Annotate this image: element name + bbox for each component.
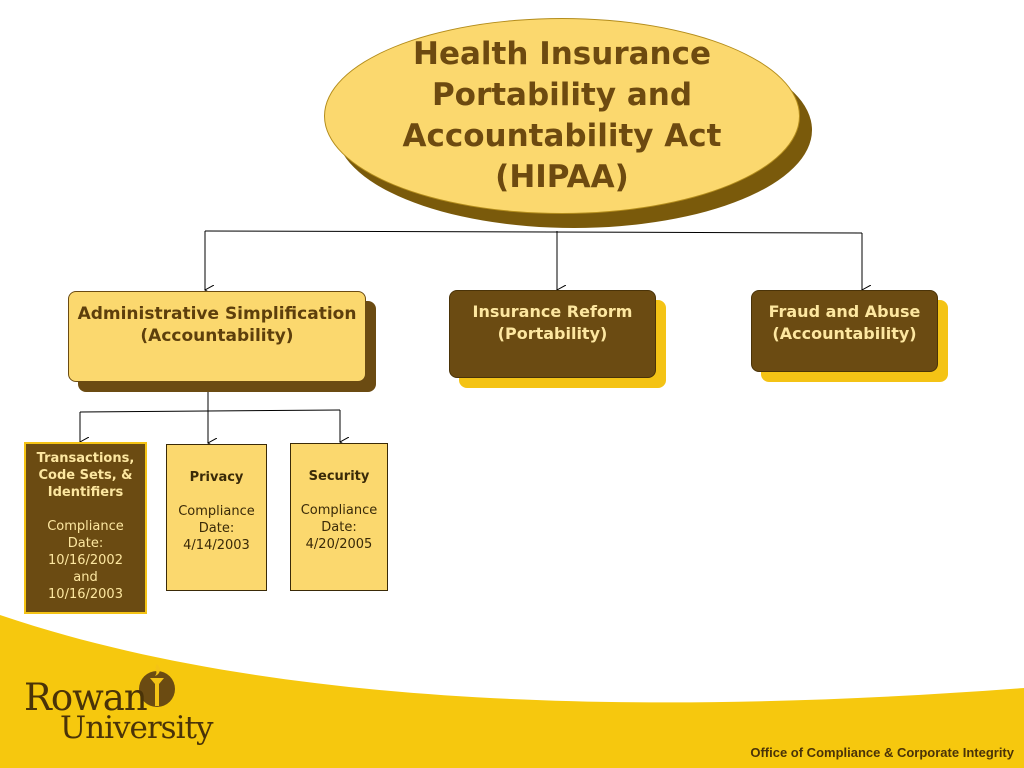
admin-simplification-box: Administrative Simplification (Accountab… xyxy=(68,291,366,382)
logo-rowan-text: Rowan xyxy=(24,676,148,719)
rowan-university-logo: Rowan University xyxy=(24,662,214,748)
hipaa-title: Health Insurance Portability and Account… xyxy=(402,36,722,195)
torch-icon xyxy=(139,664,175,707)
transactions-box: Transactions, Code Sets, & Identifiers C… xyxy=(24,442,147,614)
security-compliance: Compliance Date: 4/20/2005 xyxy=(300,503,378,552)
footer-swoosh xyxy=(0,615,1024,768)
privacy-compliance: Compliance Date: 4/14/2003 xyxy=(178,504,255,553)
security-box: Security Compliance Date: 4/20/2005 xyxy=(290,443,388,591)
footer-office-name: Office of Compliance & Corporate Integri… xyxy=(750,745,1014,760)
admin-connectors xyxy=(80,382,340,443)
transactions-compliance: Compliance Date: 10/16/2002 and 10/16/20… xyxy=(47,519,124,602)
logo-university-text: University xyxy=(60,710,213,746)
insurance-reform-box: Insurance Reform (Portability) xyxy=(449,290,656,378)
privacy-title: Privacy xyxy=(189,470,244,485)
transactions-title: Transactions, Code Sets, & Identifiers xyxy=(36,451,135,500)
fraud-abuse-box: Fraud and Abuse (Accountability) xyxy=(751,290,938,372)
title-connectors xyxy=(205,230,862,290)
title-ellipse: Health Insurance Portability and Account… xyxy=(324,18,800,214)
privacy-box: Privacy Compliance Date: 4/14/2003 xyxy=(166,444,267,591)
security-title: Security xyxy=(308,469,370,484)
